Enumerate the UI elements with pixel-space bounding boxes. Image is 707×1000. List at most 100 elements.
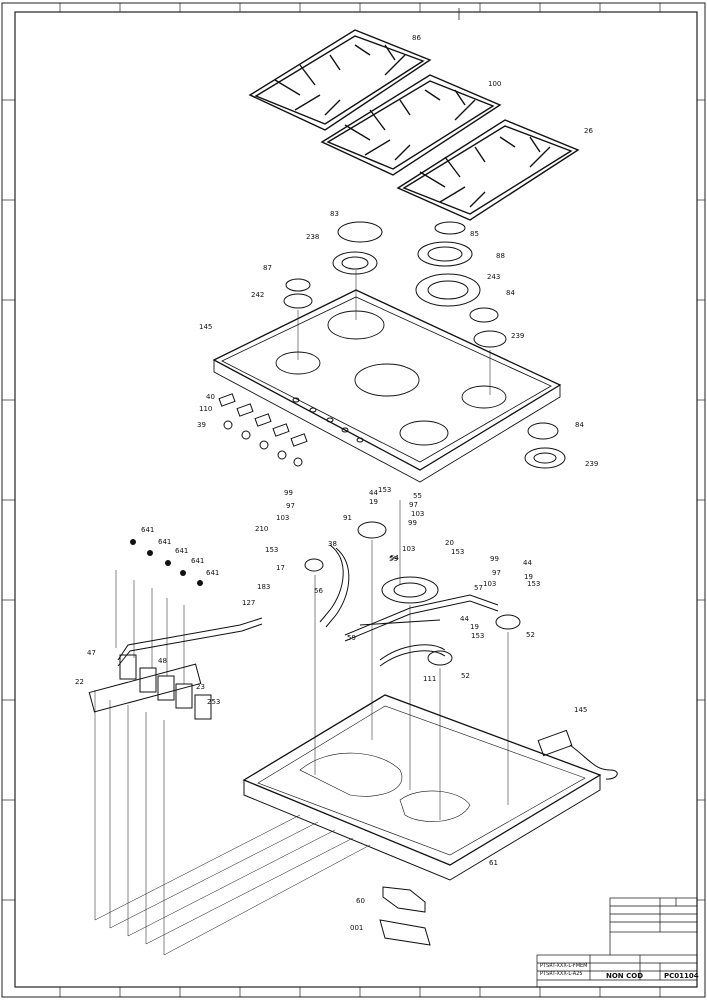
pan-support-26	[396, 119, 580, 221]
burner-body-17	[304, 558, 324, 572]
callout-97b: 97	[409, 501, 418, 509]
callout-40: 40	[206, 393, 215, 401]
callout-55a: 55	[413, 492, 422, 500]
callout-153e: 153	[471, 632, 484, 640]
burner-cap-84-bottom	[527, 422, 559, 440]
callout-103a: 103	[276, 514, 289, 522]
model-code-1: PTSRT-XXX-L-FMEM	[540, 963, 588, 969]
callout-39: 39	[197, 421, 206, 429]
callout-87: 87	[263, 264, 272, 272]
callout-103b: 103	[411, 510, 424, 518]
base-pan-61	[242, 694, 602, 881]
callout-145b: 145	[574, 706, 587, 714]
burner-crown-242	[283, 293, 313, 309]
callout-238: 238	[306, 233, 319, 241]
callout-59a: 59	[389, 555, 398, 563]
callout-103c: 103	[402, 545, 415, 553]
burner-body-52-bottom	[427, 650, 453, 666]
stamp-non-cod: NON COD	[606, 972, 643, 980]
callout-97c: 97	[492, 569, 501, 577]
burner-cap-83	[337, 221, 383, 243]
callout-210: 210	[255, 525, 268, 533]
callout-110: 110	[199, 405, 212, 413]
callout-61: 61	[489, 859, 498, 867]
callout-183: 183	[257, 583, 270, 591]
power-cable	[537, 729, 618, 780]
callout-153a: 153	[378, 486, 391, 494]
callout-239b: 239	[585, 460, 598, 468]
drawing-number: PC01104	[664, 972, 699, 980]
callout-100: 100	[488, 80, 501, 88]
callout-153c: 153	[451, 548, 464, 556]
callout-19a: 19	[369, 498, 378, 506]
callout-44a: 44	[369, 489, 378, 497]
burner-cap-84-top	[469, 307, 499, 323]
burner-cap-87	[285, 278, 311, 292]
callout-641e: 641	[206, 569, 219, 577]
burner-body-52-top	[495, 614, 521, 630]
injectors-641	[130, 539, 203, 586]
callout-253: 253	[207, 698, 220, 706]
callout-111: 111	[423, 675, 436, 683]
callout-54: 54	[390, 554, 399, 562]
callout-103d: 103	[483, 580, 496, 588]
callout-91: 91	[343, 514, 352, 522]
callout-153d: 153	[527, 580, 540, 588]
callout-23: 23	[196, 683, 205, 691]
callout-19b: 19	[524, 573, 533, 581]
callout-52b: 52	[461, 672, 470, 680]
callout-17: 17	[276, 564, 285, 572]
leader-lines	[94, 270, 509, 956]
callout-44c: 44	[460, 615, 469, 623]
callout-26: 26	[584, 127, 593, 135]
callout-20: 20	[445, 539, 454, 547]
brackets	[379, 886, 431, 946]
callout-99a: 99	[284, 489, 293, 497]
callout-83: 83	[330, 210, 339, 218]
callout-19c: 19	[470, 623, 479, 631]
callout-641a: 641	[141, 526, 154, 534]
callout-60: 60	[356, 897, 365, 905]
callout-97a: 97	[286, 502, 295, 510]
callout-001: 001	[350, 924, 363, 932]
callout-57: 57	[474, 584, 483, 592]
callout-85: 85	[470, 230, 479, 238]
burner-body-54	[381, 576, 439, 604]
burner-body-91	[357, 521, 387, 539]
burner-crown-239-top	[473, 330, 507, 348]
callout-22: 22	[75, 678, 84, 686]
callout-84a: 84	[506, 289, 515, 297]
callout-242: 242	[251, 291, 264, 299]
callout-86: 86	[412, 34, 421, 42]
callout-56: 56	[314, 587, 323, 595]
callout-88: 88	[496, 252, 505, 260]
burner-cap-85	[434, 221, 466, 235]
callout-641d: 641	[191, 557, 204, 565]
callout-641c: 641	[175, 547, 188, 555]
ring-88	[417, 241, 473, 267]
callout-243: 243	[487, 273, 500, 281]
pan-support-100	[320, 74, 502, 176]
burner-caps	[283, 221, 566, 469]
callout-44b: 44	[523, 559, 532, 567]
hob-top-145	[212, 289, 562, 483]
title-block: PTSRT-XXX-L-FMEM PTSRT-XXX-L-A25 NON COD…	[536, 897, 699, 988]
callout-59b: 59	[347, 634, 356, 642]
callout-127: 127	[242, 599, 255, 607]
callout-52a: 52	[526, 631, 535, 639]
callout-48: 48	[158, 657, 167, 665]
callout-239a: 239	[511, 332, 524, 340]
callout-84b: 84	[575, 421, 584, 429]
callout-641b: 641	[158, 538, 171, 546]
pan-support-grids	[248, 29, 580, 221]
callout-99c: 99	[490, 555, 499, 563]
callout-47: 47	[87, 649, 96, 657]
control-knobs	[218, 393, 308, 467]
burner-crown-243	[415, 273, 481, 307]
callout-99b: 99	[408, 519, 417, 527]
callout-153b: 153	[265, 546, 278, 554]
callout-38: 38	[328, 540, 337, 548]
pan-support-86	[248, 29, 432, 131]
